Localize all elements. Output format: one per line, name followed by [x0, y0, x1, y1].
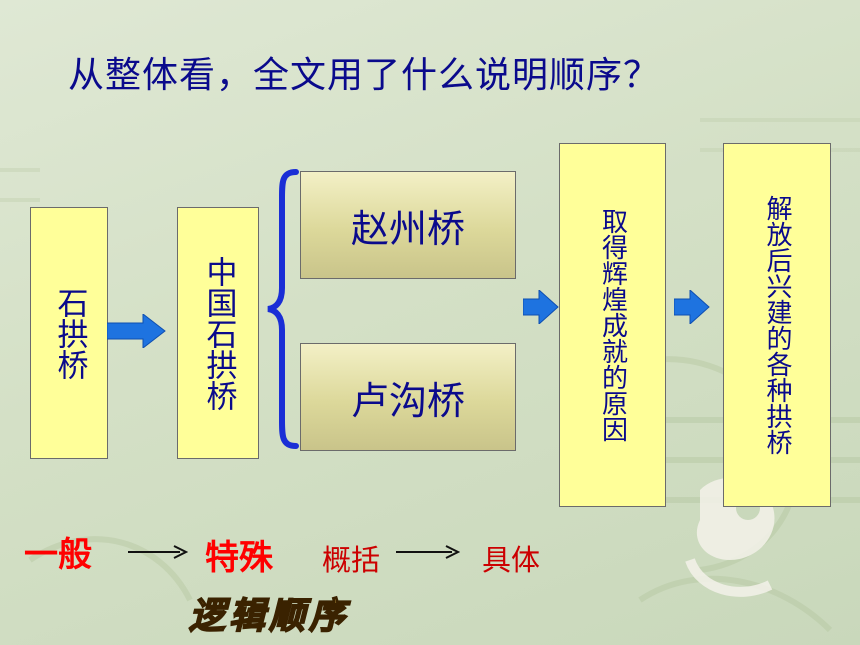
logic-order-label: 逻辑顺序 [188, 595, 351, 638]
arrow-right-icon [523, 290, 559, 324]
label-general: 一般 [24, 535, 92, 575]
box-zhaozhou-bridge: 赵州桥 [300, 171, 516, 279]
curly-brace-icon [267, 169, 299, 449]
label-special: 特殊 [205, 538, 273, 578]
label-concrete: 具体 [482, 543, 541, 577]
arrow-right-icon [674, 290, 710, 324]
box-achievement-reasons-label: 取得辉煌成就的原因 [597, 208, 628, 442]
label-summary: 概括 [322, 543, 381, 577]
box-lugou-bridge-label: 卢沟桥 [350, 378, 465, 423]
box-chinese-stone-arch-bridge-label: 中国石拱桥 [200, 255, 237, 411]
box-stone-arch-bridge-label: 石拱桥 [51, 286, 88, 380]
box-post-liberation-bridges: 解放后兴建的各种拱桥 [723, 143, 831, 507]
box-zhaozhou-bridge-label: 赵州桥 [350, 206, 465, 251]
box-lugou-bridge: 卢沟桥 [300, 343, 516, 451]
box-chinese-stone-arch-bridge: 中国石拱桥 [177, 207, 259, 459]
box-post-liberation-bridges-label: 解放后兴建的各种拱桥 [762, 195, 792, 455]
box-achievement-reasons: 取得辉煌成就的原因 [559, 143, 666, 507]
logic-order-text: 逻辑顺序 [189, 596, 351, 637]
thin-arrow-right-icon [396, 545, 460, 559]
box-stone-arch-bridge: 石拱桥 [30, 207, 108, 459]
page-title: 从整体看，全文用了什么说明顺序？ [68, 55, 661, 96]
thin-arrow-right-icon [128, 545, 188, 559]
arrow-right-icon [107, 314, 166, 348]
